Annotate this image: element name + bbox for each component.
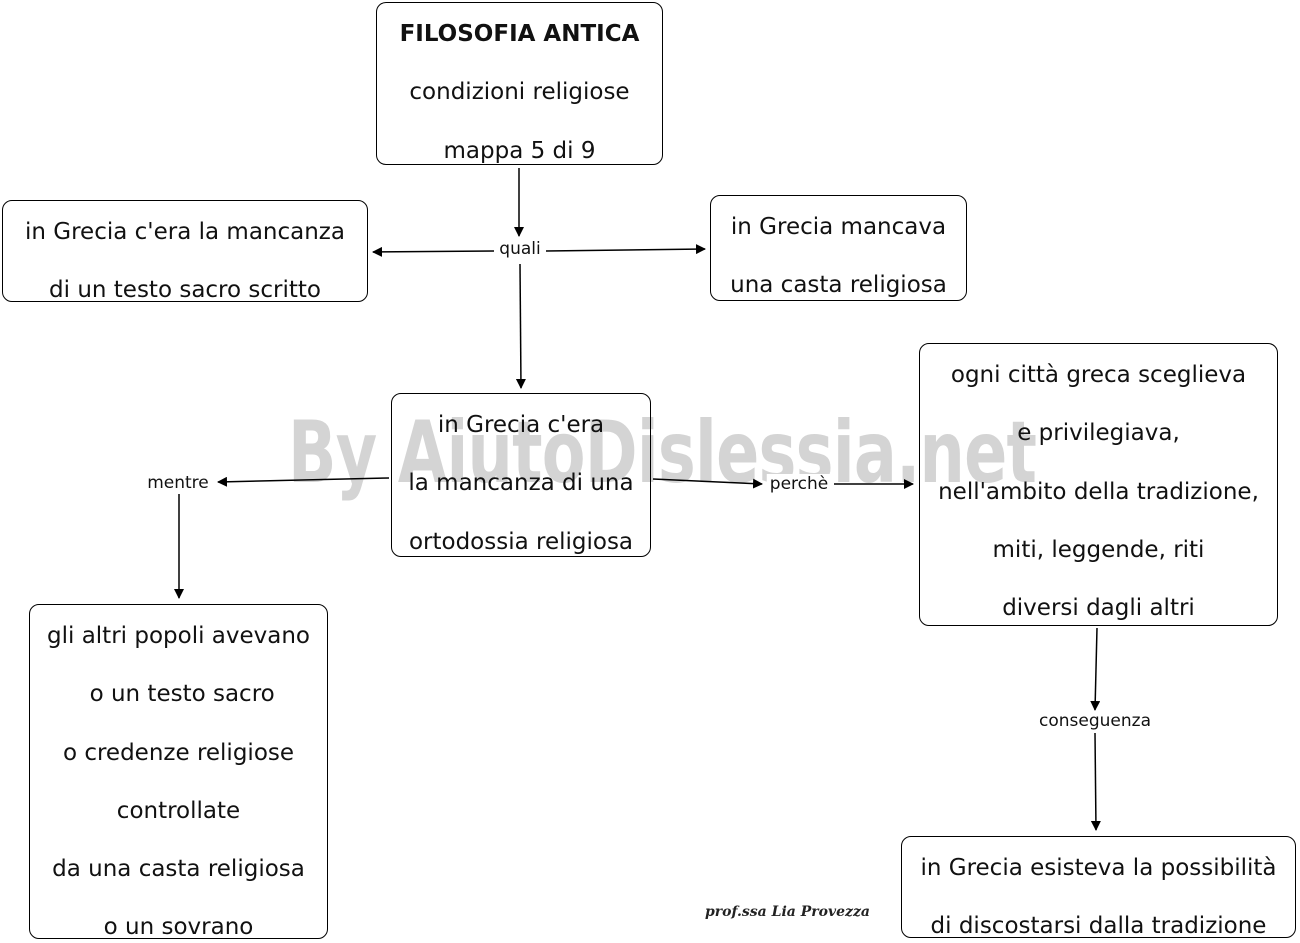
node-line: o un testo sacro: [82, 681, 275, 708]
title-heading: FILOSOFIA ANTICA: [399, 21, 640, 47]
node-line: di discostarsi dalla tradizione: [930, 913, 1267, 940]
node-line: controllate: [116, 797, 241, 824]
node-line: o credenze religiose: [62, 739, 295, 766]
node-line: la mancanza di una: [408, 470, 634, 497]
no-priest-caste-node: in Grecia mancava una casta religiosa: [710, 195, 967, 301]
edge-quali-to-priest-caste: [545, 244, 706, 255]
city-traditions-node: ogni città greca sceglieva e privilegiav…: [919, 343, 1278, 626]
node-line: gli altri popoli avevano: [47, 623, 310, 649]
edge-quali-to-sacred-text: [372, 246, 495, 257]
title-map-number: mappa 5 di 9: [443, 137, 596, 164]
link-label-conseguenza: conseguenza: [1036, 711, 1154, 731]
node-line: in Grecia c'era la mancanza: [25, 219, 345, 245]
title-node: FILOSOFIA ANTICA condizioni religiose ma…: [376, 2, 663, 165]
node-line: in Grecia esisteva la possibilità: [920, 855, 1277, 881]
node-line: ortodossia religiosa: [408, 528, 634, 555]
link-label-perche: perchè: [766, 474, 832, 494]
no-sacred-text-node: in Grecia c'era la mancanza di un testo …: [2, 200, 368, 303]
edge-orthodoxy-to-perche: [652, 478, 763, 489]
link-label-mentre: mentre: [144, 473, 212, 493]
node-line: in Grecia mancava: [730, 214, 947, 240]
departure-possible-node: in Grecia esisteva la possibilità di dis…: [901, 836, 1296, 939]
link-label-quali: quali: [496, 239, 544, 259]
node-line: ogni città greca sceglieva: [950, 362, 1247, 388]
edge-quali-to-orthodoxy: [515, 263, 526, 389]
node-line: una casta religiosa: [730, 272, 947, 299]
node-line: o un sovrano: [103, 914, 254, 941]
no-orthodoxy-node: in Grecia c'era la mancanza di una ortod…: [391, 393, 651, 557]
node-line: da una casta religiosa: [52, 856, 305, 883]
node-line: in Grecia c'era: [437, 412, 605, 438]
author-signature: prof.ssa Lia Provezza: [705, 904, 870, 920]
title-subtitle: condizioni religiose: [409, 79, 630, 106]
node-line: diversi dagli altri: [1002, 595, 1195, 622]
node-line: nell'ambito della tradizione,: [938, 478, 1259, 505]
edge-orthodoxy-to-mentre: [217, 476, 390, 487]
edge-city-traditions-to-conseguenza: [1090, 627, 1101, 711]
node-line: e privilegiava,: [1017, 420, 1180, 447]
node-line: di un testo sacro scritto: [49, 277, 321, 304]
node-line: miti, leggende, riti: [992, 536, 1205, 563]
edge-conseguenza-to-departure: [1090, 732, 1101, 831]
other-peoples-node: gli altri popoli avevano o un testo sacr…: [29, 604, 328, 940]
